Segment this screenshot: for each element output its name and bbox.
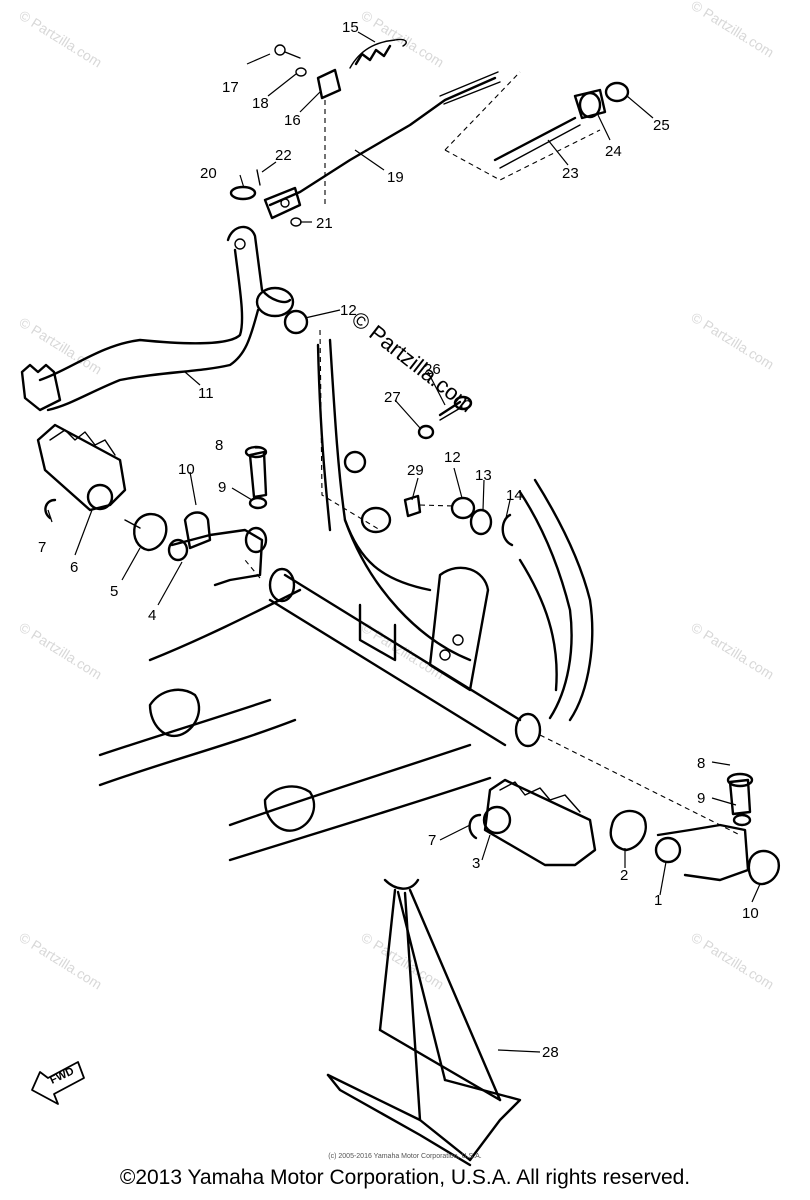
callout-8-right: 8: [697, 755, 705, 772]
callout-16: 16: [284, 112, 301, 129]
callout-12-upper: 12: [340, 302, 357, 319]
watermarks: © Partzilla.com © Partzilla.com © Partzi…: [16, 0, 776, 993]
pedal-bearing-parts: [403, 494, 514, 547]
callout-20: 20: [200, 165, 217, 182]
callout-9-right: 9: [697, 790, 705, 807]
watermark-9: © Partzilla.com: [16, 929, 104, 993]
callout-7-right: 7: [428, 832, 436, 849]
brake-switch-spring: [274, 38, 407, 205]
callout-13: 13: [475, 467, 492, 484]
brake-pedal: [20, 225, 295, 412]
callout-12-lower: 12: [444, 449, 461, 466]
brake-rod: [229, 71, 501, 227]
watermark-1: © Partzilla.com: [16, 7, 104, 71]
callout-23: 23: [562, 165, 579, 182]
watermark-main: © Partzilla.com: [347, 306, 479, 417]
callout-22: 22: [275, 147, 292, 164]
watermark-3: © Partzilla.com: [688, 0, 776, 61]
watermark-6: © Partzilla.com: [16, 619, 104, 683]
collar-upper: [283, 309, 381, 531]
callout-27: 27: [384, 389, 401, 406]
pivot-bolt: [343, 395, 473, 534]
callout-15: 15: [342, 19, 359, 36]
watermark-11: © Partzilla.com: [688, 929, 776, 993]
callouts: 15 17 18 16 22 20 19 21 23 24 25 12 26 1…: [38, 19, 759, 1061]
callout-26: 26: [424, 361, 441, 378]
callout-5: 5: [110, 583, 118, 600]
left-footrest: [36, 423, 268, 587]
callout-18: 18: [252, 95, 269, 112]
callout-1: 1: [654, 892, 662, 909]
callout-19: 19: [387, 169, 404, 186]
callout-14: 14: [506, 487, 523, 504]
assembly-lines: [244, 559, 741, 836]
callout-2: 2: [620, 867, 628, 884]
callout-4: 4: [148, 607, 156, 624]
pivot-shaft: [268, 566, 542, 748]
callout-11: 11: [198, 385, 214, 402]
callout-21: 21: [316, 215, 333, 232]
callout-6: 6: [70, 559, 78, 576]
callout-3: 3: [472, 855, 480, 872]
stand: [326, 878, 522, 1167]
callout-29: 29: [407, 462, 424, 479]
leader-lines: [47, 31, 761, 1053]
adjuster-assembly: [444, 71, 630, 181]
callout-10-left: 10: [178, 461, 195, 478]
copyright-notice: ©2013 Yamaha Motor Corporation, U.S.A. A…: [119, 1166, 691, 1189]
watermark-5: © Partzilla.com: [688, 309, 776, 373]
callout-24: 24: [605, 143, 622, 160]
watermark-10: © Partzilla.com: [358, 929, 446, 993]
fwd-arrow-icon: FWD: [31, 1061, 85, 1105]
small-copyright: (c) 2005-2016 Yamaha Motor Corporation, …: [328, 1153, 482, 1160]
watermark-4: © Partzilla.com: [16, 314, 104, 378]
callout-7-left: 7: [38, 539, 46, 556]
callout-25: 25: [653, 117, 670, 134]
callout-8-left: 8: [215, 437, 223, 454]
watermark-8: © Partzilla.com: [688, 619, 776, 683]
callout-17: 17: [222, 79, 239, 96]
watermark-2: © Partzilla.com: [358, 7, 446, 71]
frame: [98, 338, 594, 862]
callout-10-right: 10: [742, 905, 759, 922]
callout-28: 28: [542, 1044, 559, 1061]
callout-9-left: 9: [218, 479, 226, 496]
